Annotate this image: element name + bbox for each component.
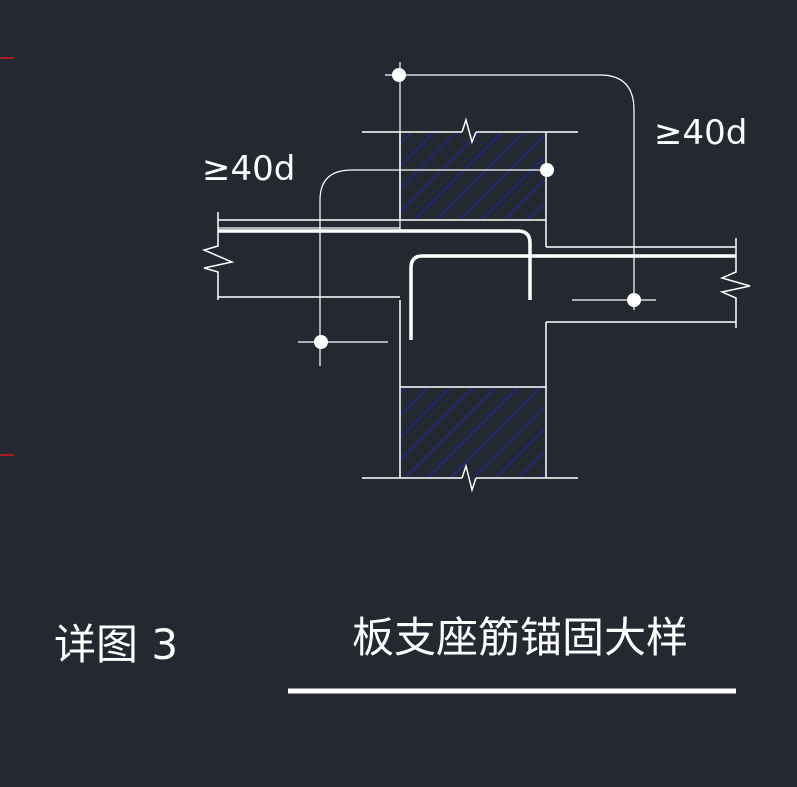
upper-section [362,117,578,220]
dim-label-left: ≥40d [202,149,295,189]
right-slab [545,220,751,328]
anchor-line-left [298,163,554,366]
rebar-left-slab [218,229,532,300]
dim-label-right: ≥40d [654,113,747,153]
rebar-right-slab [409,254,736,340]
anchor-line-right [385,62,656,310]
detail-label: 详图 3 [54,620,178,669]
left-slab [201,212,546,300]
detail-title: 板支座筋锚固大样 [352,613,688,662]
lower-section [362,300,578,493]
